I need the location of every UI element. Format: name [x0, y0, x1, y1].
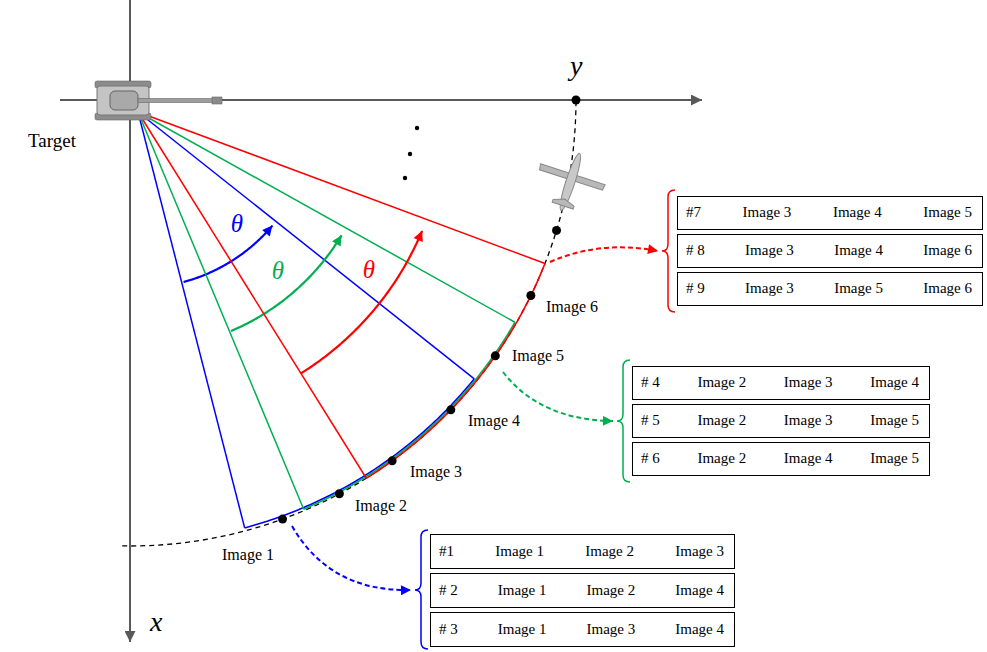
table-cell: Image 4 [675, 582, 724, 599]
position-dot [552, 226, 561, 235]
table-row: # 5 Image 2 Image 3 Image 5 [632, 404, 930, 438]
curly-bracket [662, 190, 675, 312]
table-cell: Image 4 [870, 374, 919, 391]
sector-arc [245, 379, 475, 528]
sector-edge [138, 112, 545, 263]
table-cell: Image 4 [833, 204, 882, 221]
sector-edge [138, 112, 245, 528]
angle-label: θ [231, 210, 243, 239]
table-row: # 9 Image 3 Image 5 Image 6 [677, 272, 983, 306]
table-cell: Image 5 [870, 412, 919, 429]
table-cell: Image 1 [498, 582, 547, 599]
aircraft-tail [552, 196, 575, 209]
row-number: #7 [686, 204, 701, 221]
tank-barrel [138, 99, 214, 103]
aircraft-icon [529, 143, 612, 221]
table-cell: Image 4 [784, 450, 833, 467]
tank-turret [110, 91, 138, 110]
sector-edge [138, 112, 474, 379]
table-cell: Image 3 [587, 621, 636, 638]
image-label: Image 3 [410, 463, 462, 481]
position-dot [278, 515, 287, 524]
table-cell: Image 4 [675, 621, 724, 638]
angle-arrow [301, 231, 422, 373]
table-cell: Image 3 [784, 374, 833, 391]
table-row: #1 Image 1 Image 2 Image 3 [430, 534, 735, 569]
image-label: Image 6 [546, 298, 598, 316]
row-number: # 9 [686, 280, 705, 297]
angle-label: θ [363, 256, 375, 285]
table-row: # 4 Image 2 Image 3 Image 4 [632, 366, 930, 400]
table-cell: Image 1 [495, 543, 544, 560]
table-cell: Image 2 [587, 582, 636, 599]
image-label: Image 5 [512, 347, 564, 365]
aperture-sector [138, 112, 515, 509]
row-number: # 4 [641, 374, 660, 391]
image-label: Image 1 [222, 546, 274, 564]
axis-label: y [570, 50, 582, 82]
axis-label: x [150, 606, 162, 638]
ellipsis-dot [415, 126, 419, 130]
table-cell: Image 3 [745, 280, 794, 297]
axes [60, 0, 702, 642]
sector-edge [138, 112, 366, 478]
table-row: # 2 Image 1 Image 2 Image 4 [430, 573, 735, 608]
position-dot [572, 96, 581, 105]
curly-bracket [415, 530, 428, 649]
row-number: # 2 [439, 582, 458, 599]
tank-muzzle [212, 97, 222, 104]
table-cell: Image 5 [870, 450, 919, 467]
table-row: # 3 Image 1 Image 3 Image 4 [430, 612, 735, 647]
table-cell: Image 3 [675, 543, 724, 560]
table-cell: Image 2 [697, 450, 746, 467]
ellipsis-dot [408, 152, 412, 156]
table-row: # 6 Image 2 Image 4 Image 5 [632, 442, 930, 476]
table-cell: Image 5 [834, 280, 883, 297]
aperture-sector [138, 112, 545, 478]
table-cell: Image 5 [923, 204, 972, 221]
table-cell: Image 1 [498, 621, 547, 638]
ellipsis-dot [403, 176, 407, 180]
table-row: # 8 Image 3 Image 4 Image 6 [677, 234, 983, 268]
callout-arrow [292, 526, 411, 590]
sector-edge [138, 112, 304, 509]
image-label: Image 4 [468, 412, 520, 430]
position-dot [526, 291, 535, 300]
table-row: #7 Image 3 Image 4 Image 5 [677, 196, 983, 230]
row-number: # 3 [439, 621, 458, 638]
position-dot [446, 405, 455, 414]
table-cell: Image 3 [743, 204, 792, 221]
tank-icon [95, 81, 222, 120]
sector-edge [138, 112, 515, 322]
target-label: Target [28, 130, 76, 152]
sector-arc [366, 263, 545, 478]
position-dot [335, 489, 344, 498]
row-number: #1 [439, 543, 454, 560]
angle-label: θ [272, 257, 284, 286]
flight-path [122, 100, 576, 546]
table-cell: Image 3 [784, 412, 833, 429]
angle-arrow [231, 235, 342, 331]
table-cell: Image 2 [697, 412, 746, 429]
position-dot [491, 351, 500, 360]
table-cell: Image 3 [745, 242, 794, 259]
row-number: # 8 [686, 242, 705, 259]
row-number: # 6 [641, 450, 660, 467]
position-dot [388, 456, 397, 465]
row-number: # 5 [641, 412, 660, 429]
table-cell: Image 4 [834, 242, 883, 259]
image-label: Image 2 [355, 497, 407, 515]
table-cell: Image 6 [923, 280, 972, 297]
table-cell: Image 2 [697, 374, 746, 391]
callout-arrow [550, 247, 658, 262]
ellipsis-dots [403, 126, 419, 180]
curly-bracket [617, 360, 630, 482]
table-cell: Image 2 [585, 543, 634, 560]
geometry [122, 96, 580, 546]
table-cell: Image 6 [923, 242, 972, 259]
